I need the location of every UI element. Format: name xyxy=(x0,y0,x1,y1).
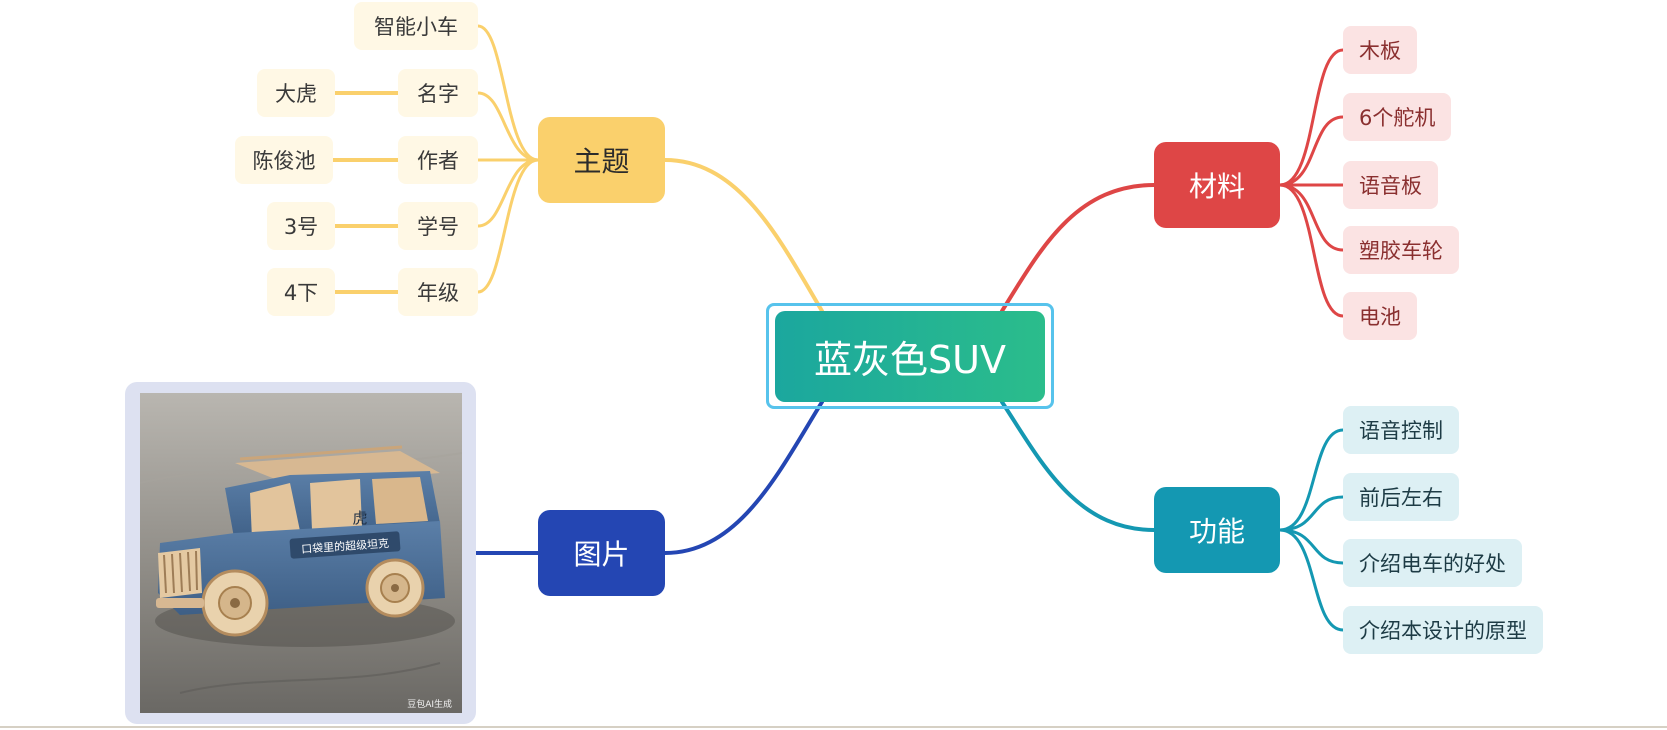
functions-item[interactable]: 语音控制 xyxy=(1343,406,1459,454)
materials-item[interactable]: 电池 xyxy=(1343,292,1417,340)
connector-theme-item-4 xyxy=(476,158,540,294)
theme-value-author[interactable]: 陈俊池 xyxy=(235,136,333,184)
connector-functions-item-2 xyxy=(1278,528,1345,565)
wooden-suv-photo-icon: 口袋里的超级坦克 虎 豆包AI生成 xyxy=(140,393,462,713)
photo-watermark: 豆包AI生成 xyxy=(407,698,452,710)
connector-center-materials xyxy=(1000,183,1156,313)
connector-materials-item-4 xyxy=(1278,183,1345,318)
theme-value-name[interactable]: 大虎 xyxy=(257,69,335,117)
connector-center-theme xyxy=(663,158,824,313)
branch-materials[interactable]: 材料 xyxy=(1154,142,1280,228)
functions-item[interactable]: 介绍电车的好处 xyxy=(1343,539,1522,587)
theme-item-student-id[interactable]: 学号 xyxy=(398,202,478,250)
functions-item[interactable]: 前后左右 xyxy=(1343,473,1459,521)
connector-functions-item-1 xyxy=(1278,495,1345,532)
photo-hood-text: 虎 xyxy=(352,509,367,527)
connector-materials-item-1 xyxy=(1278,115,1345,187)
connector-theme-item-0 xyxy=(476,24,540,162)
center-topic[interactable]: 蓝灰色SUV xyxy=(775,311,1045,402)
theme-item-name[interactable]: 名字 xyxy=(398,69,478,117)
materials-item[interactable]: 6个舵机 xyxy=(1343,93,1452,141)
theme-value-grade[interactable]: 4下 xyxy=(267,268,335,316)
theme-value-student-id[interactable]: 3号 xyxy=(267,202,335,250)
connector-functions-item-3 xyxy=(1278,528,1345,632)
connector-theme-item-1 xyxy=(476,91,540,162)
functions-item[interactable]: 介绍本设计的原型 xyxy=(1343,606,1543,654)
photo-door-text: 口袋里的超级坦克 xyxy=(301,536,390,556)
connector-materials-item-0 xyxy=(1278,48,1345,187)
theme-item-author[interactable]: 作者 xyxy=(398,136,478,184)
connector-center-functions xyxy=(1000,400,1156,532)
materials-item[interactable]: 木板 xyxy=(1343,26,1417,74)
connector-functions-item-0 xyxy=(1278,428,1345,532)
theme-item-smart-car[interactable]: 智能小车 xyxy=(354,2,478,50)
connector-center-image xyxy=(663,400,824,555)
branch-theme[interactable]: 主题 xyxy=(538,117,665,203)
connector-materials-item-3 xyxy=(1278,183,1345,252)
branch-functions[interactable]: 功能 xyxy=(1154,487,1280,573)
materials-item[interactable]: 塑胶车轮 xyxy=(1343,226,1459,274)
branch-image[interactable]: 图片 xyxy=(538,510,665,596)
materials-item[interactable]: 语音板 xyxy=(1343,161,1438,209)
canvas-bottom-border xyxy=(0,726,1667,728)
center-selection-frame xyxy=(766,303,1054,409)
theme-item-grade[interactable]: 年级 xyxy=(398,268,478,316)
